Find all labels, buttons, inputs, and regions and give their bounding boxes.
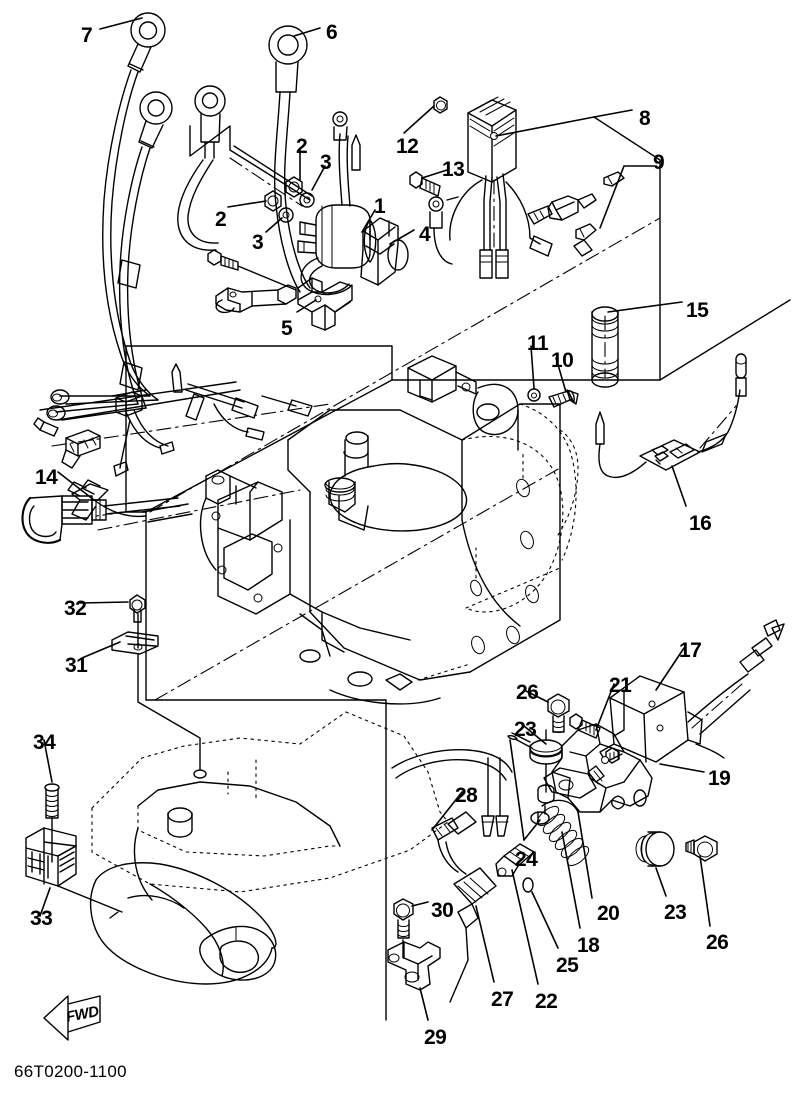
callout-spring[interactable]: 18 <box>577 934 600 957</box>
bolt-26-upper <box>547 693 570 733</box>
coil-bracket <box>207 249 353 331</box>
throttle-cable <box>387 748 513 1003</box>
hardware-nuts-washers <box>264 176 315 223</box>
bullet-terminals <box>481 757 509 837</box>
ignition-coil <box>297 111 377 296</box>
callout-nut[interactable]: 2 <box>215 208 227 231</box>
callout-screw[interactable]: 13 <box>442 158 465 181</box>
screw-13 <box>409 171 453 265</box>
callout-grommet[interactable]: 23 <box>664 901 687 924</box>
callout-bolt[interactable]: 30 <box>431 899 454 922</box>
connector-boot-14 <box>21 495 181 544</box>
switch-assembly-16 <box>595 353 747 479</box>
wire-harness <box>33 363 331 531</box>
callout-washer[interactable]: 11 <box>527 332 549 355</box>
cdi-unit <box>446 96 553 279</box>
coil-holder <box>360 217 409 286</box>
grommet-23-lower <box>635 831 675 867</box>
callout-joint[interactable]: 22 <box>535 990 558 1013</box>
callout-fuse[interactable]: 15 <box>686 299 709 322</box>
callout-bolt[interactable]: 32 <box>64 597 87 620</box>
callout-lever[interactable]: 19 <box>708 767 731 790</box>
callout-cdi-unit[interactable]: 8 <box>639 107 651 130</box>
callout-nut[interactable]: 2 <box>296 135 308 158</box>
joint-22 <box>495 843 535 877</box>
engine-block <box>199 355 579 705</box>
callout-cable-boot[interactable]: 27 <box>491 988 514 1011</box>
bushing-20 <box>587 765 605 785</box>
callout-connector[interactable]: 9 <box>653 151 665 174</box>
connector-group-9 <box>527 171 625 257</box>
callout-clamp-plate[interactable]: 31 <box>65 654 88 677</box>
bolt-12 <box>433 96 448 114</box>
callout-spark-plug-cap-upper[interactable]: 6 <box>326 21 338 44</box>
callout-ignition-coil[interactable]: 1 <box>374 195 386 218</box>
callout-screw[interactable]: 34 <box>33 731 56 754</box>
callout-washer[interactable]: 3 <box>252 231 264 254</box>
callout-spark-plug-cap-lower[interactable]: 7 <box>81 24 93 47</box>
callout-screw[interactable]: 10 <box>551 349 574 372</box>
exploded-view-plane-lines <box>125 116 791 1021</box>
fwd-label: FWD <box>64 1003 100 1026</box>
callout-connector-boot[interactable]: 14 <box>35 466 58 489</box>
clamp-plate-assembly <box>111 594 207 779</box>
relay-bracket-17 <box>599 619 785 764</box>
screw-21 <box>569 713 601 739</box>
spark-plug-cap-mid-a <box>46 91 173 421</box>
callout-pin[interactable]: 24 <box>515 848 538 871</box>
fwd-orientation-marker: FWD <box>40 995 104 1041</box>
callout-bushing[interactable]: 20 <box>597 902 620 925</box>
lever-19 <box>543 723 653 813</box>
fwd-arrow-shape <box>43 995 101 1041</box>
callout-cable[interactable]: 28 <box>455 784 478 807</box>
bolt-26-lower <box>685 835 718 862</box>
callout-coil-bracket[interactable]: 5 <box>281 317 293 340</box>
diagram-id-label: 66T0200-1100 <box>14 1062 127 1081</box>
callout-leader-lines <box>39 17 711 1021</box>
callout-washer[interactable]: 3 <box>320 151 332 174</box>
callout-o-ring[interactable]: 25 <box>556 954 579 977</box>
plug-wire-routing-line <box>189 125 313 207</box>
washer-11 <box>527 388 541 402</box>
callout-switch-assembly[interactable]: 16 <box>689 512 712 535</box>
callout-grommet[interactable]: 23 <box>514 718 537 741</box>
callout-relay-bracket[interactable]: 17 <box>679 639 702 662</box>
pin-24-upper <box>507 732 533 749</box>
o-ring-25 <box>522 877 534 893</box>
wire-clamp-assembly <box>25 783 123 913</box>
callout-screw[interactable]: 21 <box>609 674 632 697</box>
callout-bolt[interactable]: 12 <box>396 135 419 158</box>
fuse <box>591 306 619 388</box>
callout-wire-clamp[interactable]: 33 <box>30 907 53 930</box>
callout-cable-bracket[interactable]: 29 <box>424 1026 447 1049</box>
callout-bolt[interactable]: 26 <box>516 681 539 704</box>
callout-coil-holder[interactable]: 4 <box>419 223 431 246</box>
lower-cowling <box>89 711 449 985</box>
callout-bolt[interactable]: 26 <box>706 931 729 954</box>
spark-plug-cap-mid-b <box>177 85 226 251</box>
